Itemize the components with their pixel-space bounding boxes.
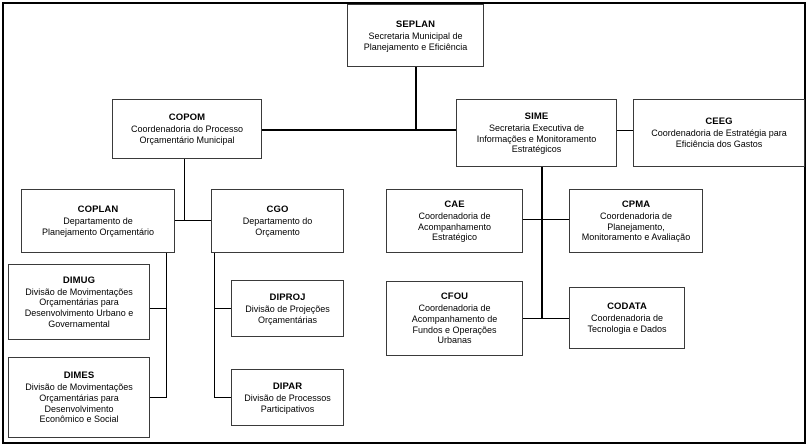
node-dipar-desc: Divisão de Processos Participativos (244, 392, 331, 414)
node-cgo[interactable]: CGO Departamento do Orçamento (211, 189, 344, 253)
node-cpma[interactable]: CPMA Coordenadoria de Planejamento, Moni… (569, 189, 703, 253)
node-cfou-code: CFOU (440, 291, 469, 303)
chart-outer-frame (2, 2, 806, 444)
connector-sime-ceeg (616, 130, 633, 131)
node-coplan-desc: Departamento de Planejamento Orçamentári… (41, 216, 155, 238)
node-coplan-code: COPLAN (77, 204, 119, 216)
node-dimug[interactable]: DIMUG Divisão de Movimentações Orçamentá… (8, 264, 150, 340)
node-dimes-desc: Divisão de Movimentações Orçamentárias p… (25, 382, 133, 425)
node-codata-desc: Coordenadoria de Tecnologia e Dados (587, 313, 667, 335)
node-seplan-code: SEPLAN (395, 18, 436, 30)
node-cpma-code: CPMA (621, 198, 651, 210)
node-dipar[interactable]: DIPAR Divisão de Processos Participativo… (231, 369, 344, 426)
node-dimug-desc: Divisão de Movimentações Orçamentárias p… (24, 286, 134, 329)
node-cae-desc: Coordenadoria de Acompanhamento Estratég… (417, 211, 492, 243)
node-codata[interactable]: CODATA Coordenadoria de Tecnologia e Dad… (569, 287, 685, 349)
node-coplan[interactable]: COPLAN Departamento de Planejamento Orça… (21, 189, 175, 253)
node-cae[interactable]: CAE Coordenadoria de Acompanhamento Estr… (386, 189, 523, 253)
node-seplan[interactable]: SEPLAN Secretaria Municipal de Planejame… (347, 4, 484, 67)
node-ceeg-desc: Coordenadoria de Estratégia para Eficiên… (651, 128, 787, 150)
connector-cgo-diproj (214, 308, 231, 309)
node-copom-code: COPOM (168, 112, 206, 124)
node-diproj-desc: Divisão de Projeções Orçamentárias (245, 303, 330, 325)
node-cgo-code: CGO (266, 204, 289, 216)
connector-cfou-codata (523, 318, 569, 319)
node-copom-desc: Coordenadoria do Processo Orçamentário M… (130, 124, 244, 146)
node-cpma-desc: Coordenadoria de Planejamento, Monitoram… (581, 211, 691, 243)
node-dimes[interactable]: DIMES Divisão de Movimentações Orçamentá… (8, 357, 150, 438)
node-copom[interactable]: COPOM Coordenadoria do Processo Orçament… (112, 99, 262, 159)
node-cae-code: CAE (444, 198, 465, 210)
node-codata-code: CODATA (607, 301, 647, 313)
connector-coplan-dimes (150, 397, 167, 398)
connector-coplan-dimug (150, 308, 167, 309)
node-seplan-desc: Secretaria Municipal de Planejamento e E… (363, 30, 468, 52)
connector-copom-sime-trunk (262, 129, 456, 131)
node-dipar-code: DIPAR (272, 380, 303, 392)
connector-seplan-down (415, 67, 417, 130)
node-cfou-desc: Coordenadoria de Acompanhamento de Fundo… (411, 303, 498, 346)
connector-sime-spine (541, 167, 543, 319)
node-diproj[interactable]: DIPROJ Divisão de Projeções Orçamentária… (231, 280, 344, 337)
node-cfou[interactable]: CFOU Coordenadoria de Acompanhamento de … (386, 281, 523, 356)
connector-cgo-branch-vertical (214, 253, 215, 398)
connector-cgo-dipar (214, 397, 231, 398)
node-sime-desc: Secretaria Executiva de Informações e Mo… (476, 123, 597, 155)
node-cgo-desc: Departamento do Orçamento (242, 216, 313, 238)
connector-copom-down (184, 158, 185, 220)
connector-cae-cpma (523, 219, 569, 220)
node-dimug-code: DIMUG (62, 274, 96, 286)
connector-coplan-cgo (175, 220, 211, 221)
node-dimes-code: DIMES (63, 370, 95, 382)
node-diproj-code: DIPROJ (269, 291, 306, 303)
node-ceeg[interactable]: CEEG Coordenadoria de Estratégia para Ef… (633, 99, 805, 167)
node-sime-code: SIME (524, 110, 549, 122)
connector-coplan-branch-vertical (166, 253, 167, 398)
node-sime[interactable]: SIME Secretaria Executiva de Informações… (456, 99, 617, 167)
node-ceeg-code: CEEG (705, 116, 733, 128)
